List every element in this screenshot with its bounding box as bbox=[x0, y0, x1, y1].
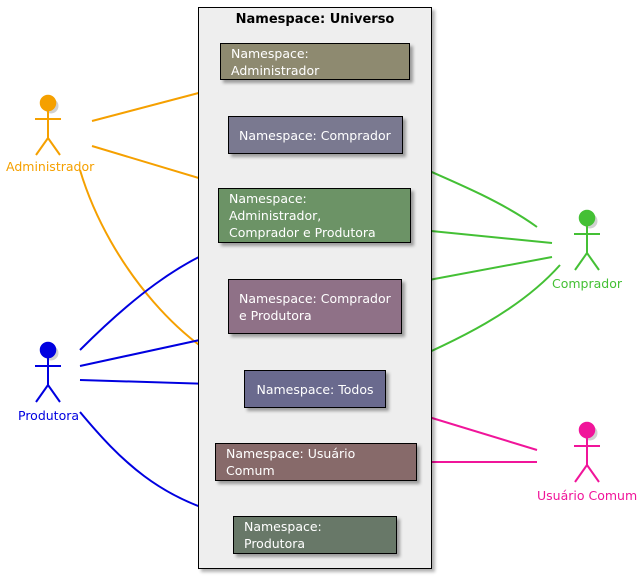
namespace-administrador-comprador-produtora-label: Namespace: Administrador, Comprador e Pr… bbox=[229, 191, 376, 240]
universe-title: Namespace: Universo bbox=[235, 12, 395, 27]
namespace-comprador-produtora-box[interactable]: Namespace: Comprador e Produtora bbox=[228, 279, 402, 334]
namespace-comprador-box[interactable]: Namespace: Comprador bbox=[228, 116, 403, 154]
actor-produtora-figure[interactable] bbox=[35, 341, 61, 403]
namespace-produtora-box[interactable]: Namespace: Produtora bbox=[233, 516, 397, 554]
namespace-todos-box[interactable]: Namespace: Todos bbox=[244, 370, 386, 408]
namespace-administrador-label: Namespace: Administrador bbox=[231, 45, 320, 78]
namespace-todos-label: Namespace: Todos bbox=[256, 381, 374, 397]
namespace-administrador-box[interactable]: Namespace: Administrador bbox=[220, 43, 410, 80]
namespace-comprador-produtora-label: Namespace: Comprador e Produtora bbox=[239, 290, 391, 323]
namespace-administrador-comprador-produtora-box[interactable]: Namespace: Administrador, Comprador e Pr… bbox=[218, 188, 411, 243]
actor-usuario-comum-figure[interactable] bbox=[574, 421, 600, 483]
actor-comprador-figure[interactable] bbox=[574, 209, 600, 271]
namespace-usuario-comum-box[interactable]: Namespace: Usuário Comum bbox=[215, 443, 417, 481]
actor-administrador-label: Administrador bbox=[6, 159, 95, 174]
namespace-usuario-comum-label: Namespace: Usuário Comum bbox=[226, 446, 356, 478]
namespace-comprador-label: Namespace: Comprador bbox=[239, 127, 391, 143]
actor-comprador-label: Comprador bbox=[552, 276, 623, 291]
namespace-produtora-label: Namespace: Produtora bbox=[244, 519, 322, 551]
actor-usuario-comum-label: Usuário Comum bbox=[537, 488, 638, 503]
actor-administrador-figure[interactable] bbox=[35, 94, 61, 156]
edge-comprador-to-admin-comprador-produtora bbox=[410, 228, 553, 244]
actor-produtora-label: Produtora bbox=[18, 408, 80, 423]
